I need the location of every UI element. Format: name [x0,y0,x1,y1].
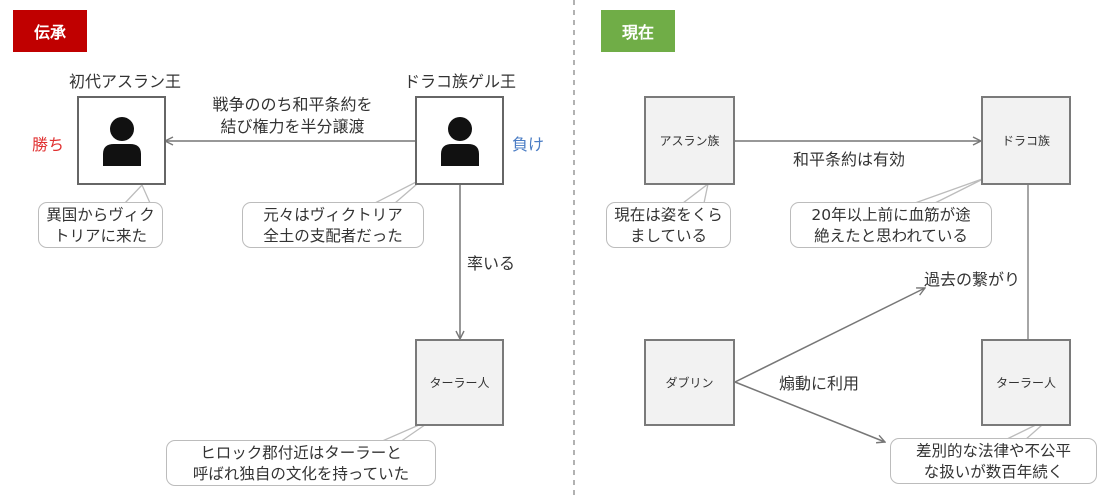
treaty-line-1: 戦争ののち和平条約を [212,95,373,114]
callout-king1: 異国からヴィク トリアに来た [38,202,163,248]
aslan-box: アスラン族 [644,96,735,185]
dublin-box: ダブリン [644,339,735,426]
right-panel-tag: 現在 [601,10,675,52]
treaty-line-2: 結び権力を半分譲渡 [220,117,365,136]
callout-line: 現在は姿をくら [614,206,723,224]
callout-line: 絶えたと思われている [814,227,968,245]
left-tarar-box: ターラー人 [415,339,504,426]
treaty-text: 戦争ののち和平条約を 結び権力を半分譲渡 [190,94,395,138]
callout-king2: 元々はヴィクトリア 全土の支配者だった [242,202,424,248]
callout-line: トリアに来た [53,227,147,245]
person-icon [440,116,479,166]
box-label: ドラコ族 [1001,134,1050,148]
king2-title: ドラコ族ゲル王 [403,72,516,91]
lose-label: 負け [512,135,545,154]
callout-line: 異国からヴィク [46,206,155,224]
callout-line: な扱いが数百年続く [923,463,1064,481]
box-label: ダブリン [665,376,714,390]
incite-label: 煽動に利用 [779,374,860,393]
win-label: 勝ち [32,135,65,154]
callout-right-tarar: 差別的な法律や不公平 な扱いが数百年続く [890,438,1097,484]
callout-line: 全土の支配者だった [263,227,403,245]
king1-title: 初代アスラン王 [68,72,181,91]
callout-left-tarar: ヒロック郡付近はターラーと 呼ばれ独自の文化を持っていた [166,440,436,486]
person-icon [102,116,141,166]
callout-line: 呼ばれ独自の文化を持っていた [192,465,410,483]
callout-draco: 20年以上前に血筋が途 絶えたと思われている [790,202,992,248]
callout-line: 20年以上前に血筋が途 [811,206,971,224]
draco-box: ドラコ族 [981,96,1071,185]
callout-aslan: 現在は姿をくら ましている [606,202,731,248]
past-link-label: 過去の繋がり [924,270,1021,289]
past-link-arrow [734,288,925,383]
incite-arrow [734,381,885,442]
right-tarar-box: ターラー人 [981,339,1071,426]
box-label: ターラー人 [429,376,490,390]
lead-label: 率いる [467,254,516,273]
treaty-valid-label: 和平条約は有効 [793,150,906,169]
callout-line: ましている [629,227,708,245]
callout-line: 差別的な法律や不公平 [915,442,1071,460]
king2-box [415,96,504,185]
box-label: ターラー人 [995,376,1056,390]
king1-box [77,96,166,185]
left-panel-tag: 伝承 [13,10,87,52]
box-label: アスラン族 [659,134,720,148]
callout-line: ヒロック郡付近はターラーと [200,444,402,462]
callout-line: 元々はヴィクトリア [263,206,403,224]
